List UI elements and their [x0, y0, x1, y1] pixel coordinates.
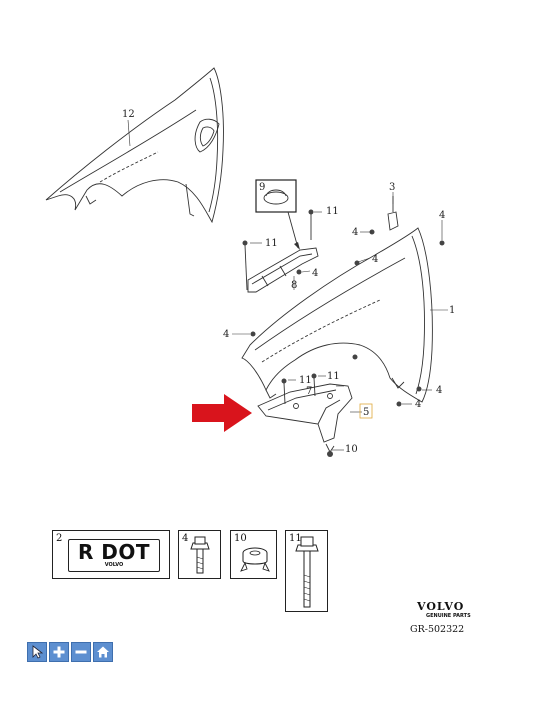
callout-4-b: 4 — [372, 254, 378, 265]
legend-item-11: 11 — [285, 530, 328, 612]
bracket-5-drawing — [257, 383, 353, 453]
viewer-toolbar — [27, 642, 113, 662]
callout-4-f: 4 — [415, 399, 421, 410]
legend-item-4: 4 — [178, 530, 221, 579]
pointer-button[interactable] — [27, 642, 47, 662]
callout-4-e: 4 — [436, 385, 442, 396]
zoom-in-button[interactable] — [49, 642, 69, 662]
fasteners — [242, 209, 445, 457]
cursor-icon — [32, 645, 44, 659]
callout-4-d: 4 — [223, 329, 229, 340]
detail-9-box — [255, 179, 300, 250]
bolt-11-icon — [295, 536, 319, 608]
fender-1-drawing — [241, 227, 433, 403]
zoom-out-button[interactable] — [71, 642, 91, 662]
rdot-plate-sub: VOLVO — [104, 562, 124, 568]
leader-lines — [127, 119, 448, 451]
legend-number-4: 4 — [182, 533, 189, 544]
home-button[interactable] — [93, 642, 113, 662]
legend-item-10: 10 — [230, 530, 277, 579]
callout-12: 12 — [122, 109, 135, 120]
reference-code: GR-502322 — [410, 624, 465, 635]
legend-item-2: 2 R DOT VOLVO — [52, 530, 170, 579]
callout-9: 9 — [259, 182, 265, 193]
bolt-4-icon — [190, 536, 210, 574]
callout-11-left: 11 — [265, 238, 278, 249]
rdot-plate: R DOT VOLVO — [68, 539, 160, 572]
nut-10-icon — [240, 547, 270, 572]
legend-number-11: 11 — [289, 533, 302, 544]
callout-3: 3 — [389, 182, 395, 193]
callout-4-c: 4 — [312, 268, 318, 279]
callout-4-topright: 4 — [439, 210, 445, 221]
brand-subtitle: GENUINE PARTS — [426, 613, 471, 619]
legend-number-10: 10 — [234, 533, 247, 544]
callout-4-a: 4 — [352, 227, 358, 238]
callout-10: 10 — [345, 444, 358, 455]
plus-icon — [53, 646, 65, 658]
callout-5: 5 — [363, 407, 369, 418]
bolts — [244, 214, 316, 405]
red-arrow-icon — [192, 394, 252, 432]
callout-7: 7 — [306, 386, 312, 397]
callout-11-lower-a: 11 — [299, 375, 312, 386]
legend-number-2: 2 — [56, 533, 63, 544]
minus-icon — [75, 650, 87, 654]
rdot-plate-text: R DOT — [77, 540, 151, 564]
brand-logo: VOLVO — [417, 600, 465, 613]
bracket-8-drawing — [247, 247, 319, 293]
callout-5-highlight — [359, 403, 373, 419]
callout-1: 1 — [449, 305, 455, 316]
home-icon — [97, 646, 109, 658]
callout-11-lower-b: 11 — [327, 371, 340, 382]
fender-12-drawing — [45, 67, 224, 224]
callout-8: 8 — [291, 280, 297, 291]
callout-11-top: 11 — [326, 206, 339, 217]
